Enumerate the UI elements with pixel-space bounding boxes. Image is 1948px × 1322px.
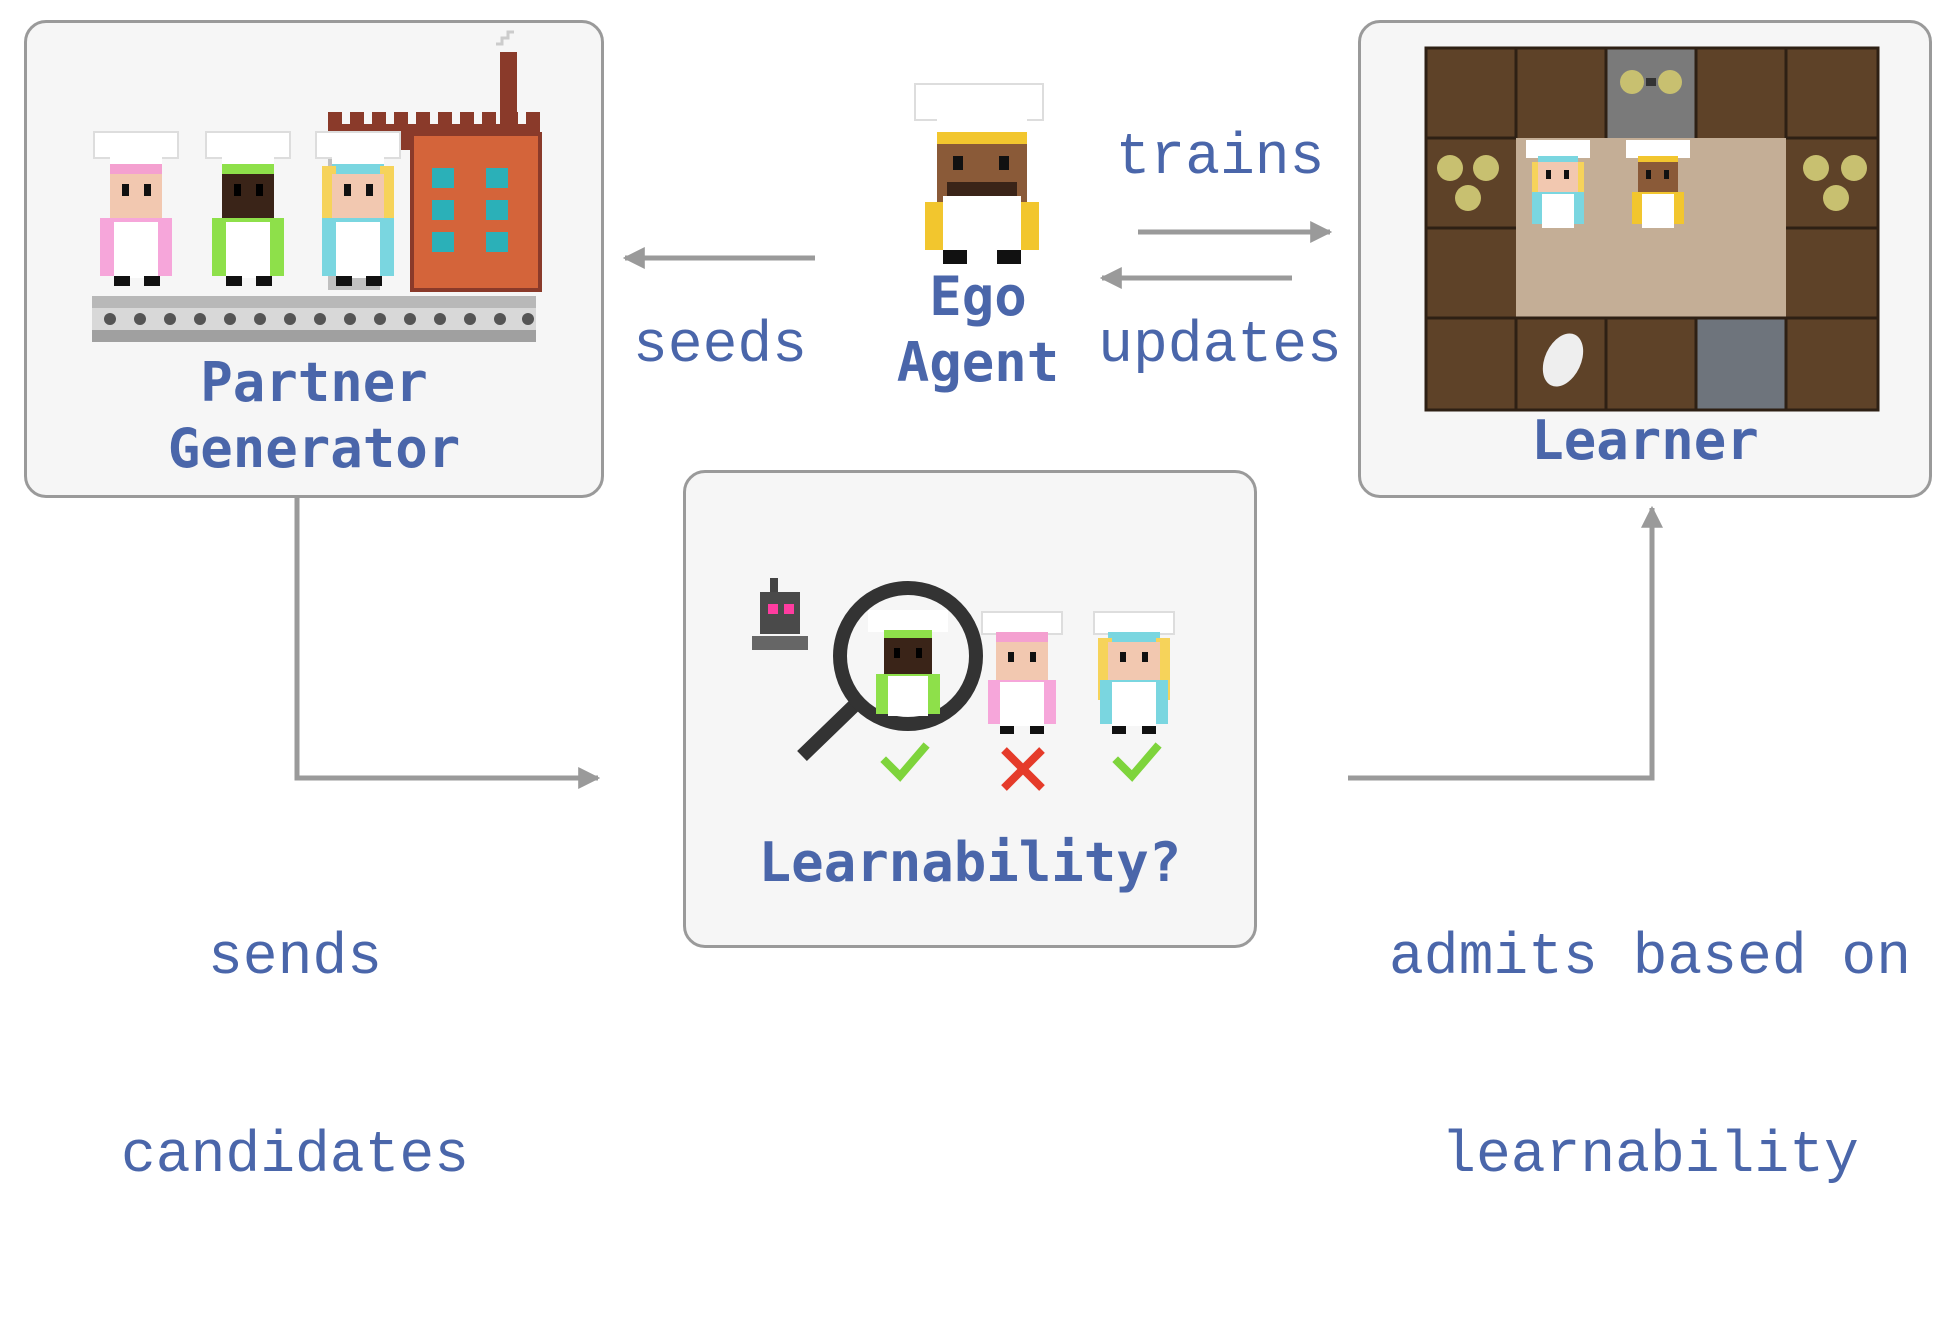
blue-chef-candidate-icon <box>1093 611 1175 734</box>
pot-icon <box>1620 70 1682 94</box>
partner-generator-title-line2: Generator <box>167 417 461 480</box>
learner-blue-chef-icon <box>1526 140 1590 228</box>
ego-agent-title-line1: Ego <box>929 265 1027 328</box>
green-chef-icon <box>205 131 291 286</box>
robot-icon <box>752 578 808 650</box>
learnability-title: Learnability? <box>758 831 1182 894</box>
admits-arrow <box>1348 505 1664 781</box>
learner-ego-chef-icon <box>1626 140 1690 228</box>
green-check-icon <box>880 742 930 782</box>
conveyor-belt-icon <box>92 296 536 342</box>
partner-generator-title-line1: Partner <box>200 351 428 414</box>
ego-agent-title: Ego Agent <box>860 264 1096 396</box>
pink-chef-candidate-icon <box>981 611 1063 734</box>
plate-icon <box>1542 333 1584 387</box>
blue-chef-icon <box>315 131 401 286</box>
pink-chef-icon <box>93 131 179 286</box>
learner-title: Learner <box>1531 409 1759 472</box>
learnability-illustration <box>752 578 1175 791</box>
partner-factory-illustration <box>92 30 542 342</box>
admits-line1: admits based on <box>1388 926 1912 991</box>
partner-generator-title: Partner Generator <box>24 350 604 482</box>
connectors <box>294 220 1664 790</box>
sends-candidates-arrow <box>294 498 601 790</box>
seeds-label: seeds <box>632 314 808 379</box>
green-check-2-icon <box>1112 742 1162 782</box>
sends-candidates-line1: sends <box>207 926 383 991</box>
diagram: Partner Generator Ego Agent <box>24 20 1932 1189</box>
updates-label: updates <box>1098 314 1342 379</box>
trains-label: trains <box>1115 126 1325 191</box>
red-cross-icon <box>1001 747 1045 791</box>
ego-chef-icon <box>914 83 1044 264</box>
admits-label: admits based on learnability <box>1360 794 1940 1322</box>
onion-pile-right-icon <box>1803 155 1867 211</box>
green-chef-candidate-icon <box>868 610 948 716</box>
onion-pile-left-icon <box>1437 155 1499 211</box>
sends-candidates-label: sends candidates <box>60 794 530 1322</box>
kitchen-grid-illustration <box>1424 46 1880 412</box>
magnifier-icon <box>797 581 983 762</box>
ego-agent-title-line2: Agent <box>896 331 1060 394</box>
sends-candidates-line2: candidates <box>120 1124 470 1189</box>
admits-line2: learnability <box>1441 1124 1859 1189</box>
